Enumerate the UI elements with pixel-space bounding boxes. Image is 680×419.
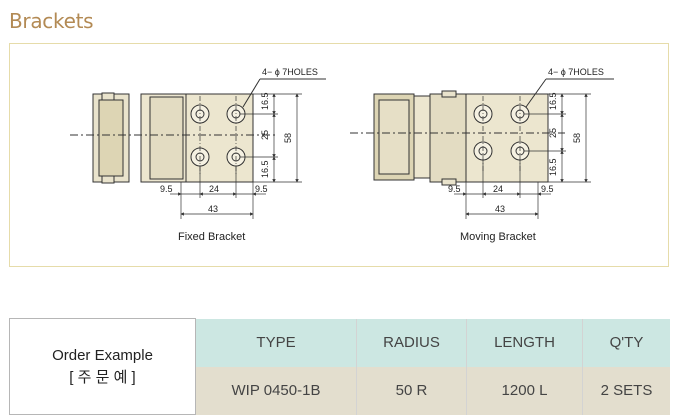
- fixed-dim-v2: 25: [260, 130, 270, 140]
- fixed-dim-v1: 16.5: [260, 92, 270, 110]
- fixed-dim-h1: 9.5: [160, 184, 173, 194]
- moving-dim-v2: 25: [548, 128, 558, 138]
- header-radius: RADIUS: [356, 318, 467, 367]
- header-length: LENGTH: [466, 318, 583, 367]
- order-example-table: Order Example [ 주 문 예 ] TYPE RADIUS LENG…: [9, 318, 670, 415]
- moving-dim-h2: 24: [493, 184, 503, 194]
- order-header-row: Order Example [ 주 문 예 ] TYPE RADIUS LENG…: [9, 318, 670, 415]
- moving-dim-h1: 9.5: [448, 184, 461, 194]
- moving-dim-width: 43: [495, 204, 505, 214]
- header-qty: Q'TY: [582, 318, 670, 367]
- value-qty: 2 SETS: [582, 366, 670, 415]
- fixed-dim-width: 43: [208, 204, 218, 214]
- moving-holes-label: 4− ϕ 7HOLES: [548, 67, 604, 77]
- order-example-korean: [ 주 문 예 ]: [69, 368, 136, 386]
- moving-bracket-drawing: [350, 78, 614, 219]
- order-example-title: Order Example: [52, 346, 153, 364]
- fixed-bracket-caption: Fixed Bracket: [178, 231, 245, 243]
- bracket-drawings: 4− ϕ 7HOLES 16.5 25 16.5 58 9.5 24 9.5 4…: [70, 67, 614, 243]
- value-radius: 50 R: [356, 366, 467, 415]
- value-length: 1200 L: [466, 366, 583, 415]
- fixed-dim-h2: 24: [209, 184, 219, 194]
- fixed-dim-total: 58: [283, 133, 293, 143]
- fixed-dim-v3: 16.5: [260, 160, 270, 178]
- header-type: TYPE: [195, 318, 357, 367]
- fixed-bracket-drawing: [70, 78, 326, 219]
- moving-dim-v3: 16.5: [548, 158, 558, 176]
- value-type: WIP 0450-1B: [195, 366, 357, 415]
- moving-dim-total: 58: [572, 133, 582, 143]
- moving-bracket-caption: Moving Bracket: [460, 231, 536, 243]
- order-value-row: WIP 0450-1B 50 R 1200 L 2 SETS: [10, 366, 670, 415]
- drawing-panel: 4− ϕ 7HOLES 16.5 25 16.5 58 9.5 24 9.5 4…: [9, 43, 669, 267]
- moving-dim-h3: 9.5: [541, 184, 554, 194]
- order-example-label: Order Example [ 주 문 예 ]: [9, 318, 196, 415]
- fixed-holes-label: 4− ϕ 7HOLES: [262, 67, 318, 77]
- page-title: Brackets: [9, 9, 94, 33]
- moving-dim-v1: 16.5: [548, 92, 558, 110]
- fixed-dim-h3: 9.5: [255, 184, 268, 194]
